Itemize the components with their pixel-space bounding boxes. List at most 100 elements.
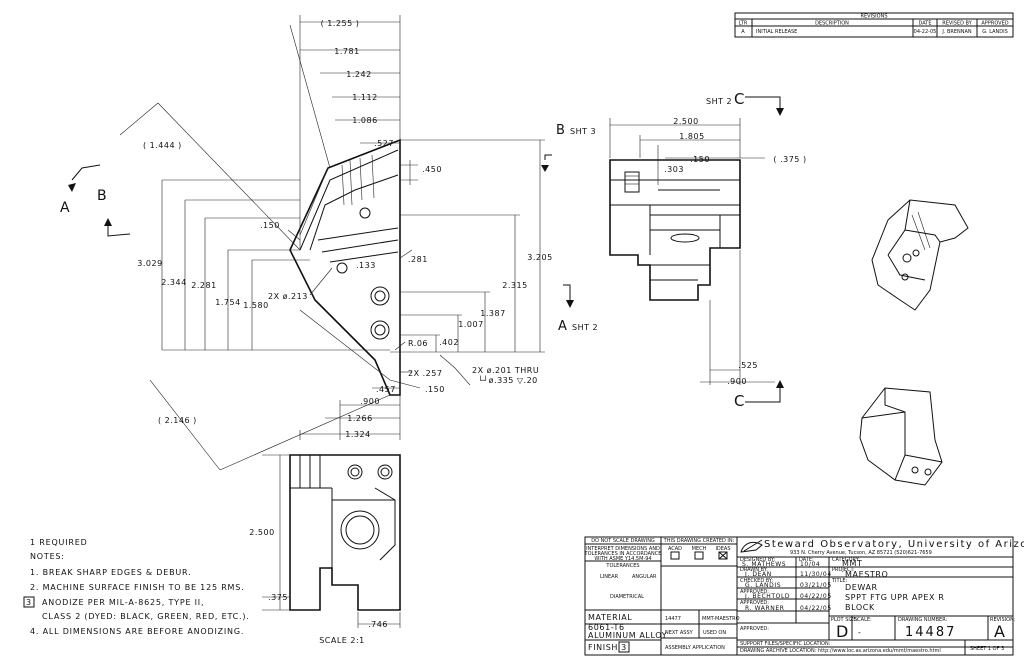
section-b-letter: B [556, 123, 565, 138]
title-line-2: SPPT FTG UPR APEX R [845, 593, 944, 602]
approved-2-label: APPROVED: [740, 600, 769, 606]
dim-1444: ( 1.444 ) [143, 141, 182, 150]
angular-label: ANGULAR [632, 574, 657, 580]
org-address: 933 N. Cherry Avenue, Tucson, AZ 85721 (… [790, 550, 932, 556]
rev-row-approved: G. LANDIS [982, 29, 1008, 35]
approved-1-label: APPROVED: [740, 589, 769, 595]
dim-1266: 1.266 [347, 414, 372, 423]
dim-525: .525 [738, 361, 758, 370]
designed-by-name: S. MATHEWS [742, 561, 786, 568]
dim-2281: 2.281 [191, 281, 216, 290]
category-label: CATEGORY: [832, 557, 860, 563]
dim-1255: ( 1.255 ) [321, 19, 360, 28]
dim-900-left: .900 [360, 397, 380, 406]
dim-2x-257: 2X .257 [408, 369, 442, 378]
note-3-cont: CLASS 2 (DYED: BLACK, GREEN, RED, ETC.). [42, 612, 250, 621]
linear-label: LINEAR [600, 574, 619, 580]
title-label: TITLE: [831, 578, 848, 584]
rev-header-revised-by: REVISED BY [942, 21, 972, 27]
assy-mmt: MMT-MAESTRO [702, 616, 740, 622]
dim-2500-right: 2.500 [673, 117, 698, 126]
note-3-number: 3 [26, 598, 32, 607]
rev-header-ltr: LTR [739, 21, 748, 27]
revision-label: REVISION: [990, 617, 1016, 623]
created-in: THIS DRAWING CREATED IN: [663, 538, 735, 544]
section-arrow-b-sht3 [541, 154, 552, 172]
notes-block: 1 REQUIRED NOTES: 1. BREAK SHARP EDGES &… [23, 538, 250, 636]
dim-3029: 3.029 [137, 259, 162, 268]
dim-1086: 1.086 [352, 116, 377, 125]
right-view-dim-lines [609, 118, 775, 385]
category-value: MMT [842, 559, 863, 568]
cad-checkbox-ideas [718, 551, 728, 560]
scale-field-label: SCALE: [854, 617, 872, 623]
dim-746: .746 [368, 620, 388, 629]
left-view-left-dim-lines [119, 102, 391, 471]
interpret-line-1: INTERPRET DIMENSIONS AND [586, 546, 660, 552]
dim-2344: 2.344 [161, 278, 186, 287]
section-arrow-a-sht2 [563, 284, 574, 308]
note-3: ANODIZE PER MIL-A-8625, TYPE II, [42, 598, 204, 607]
approved-1-name: J. BECHTOLD [744, 593, 790, 600]
checked-by-name: G. LANDIS [745, 582, 781, 589]
do-not-scale: DO NOT SCALE DRAWING [591, 538, 655, 544]
title-line-1: DEWAR [845, 583, 878, 592]
left-view-bottom-dim-lines [299, 354, 471, 440]
revisions-table: REVISIONS LTR DESCRIPTION DATE REVISED B… [734, 12, 1014, 38]
next-assy-label: NEXT ASSY [665, 630, 694, 636]
designed-date-label: DATE: [799, 557, 814, 563]
section-a-letter: A [558, 319, 567, 334]
right-view-part-outline [609, 159, 741, 301]
drawn-by-label: DRAWN BY: [740, 567, 768, 573]
approved-3-label: APPROVED: [740, 626, 769, 632]
used-on-label: USED ON [703, 630, 726, 636]
scale-field-value: - [858, 628, 862, 637]
project-label: PROJECT: [832, 567, 855, 573]
project-value: MAESTRO [845, 570, 888, 579]
dim-1754: 1.754 [215, 298, 240, 307]
plot-size-value: D [836, 622, 848, 641]
org-name: Steward Observatory, University of Arizo… [764, 539, 1024, 550]
dim-2315: 2.315 [502, 281, 527, 290]
dim-375-right: ( .375 ) [773, 155, 806, 164]
dim-1805: 1.805 [679, 132, 704, 141]
section-c-bottom-letter: C [734, 392, 745, 410]
approved-1-date: 04/22/05 [800, 593, 832, 600]
material-line-1: 6061-T6 [588, 623, 625, 632]
dim-457: .457 [376, 385, 396, 394]
left-view-right-dim-lines [390, 139, 545, 353]
dim-450: .450 [422, 165, 442, 174]
dim-375-bottom: .375 [268, 593, 288, 602]
hole-note-counterbore: └┘ø.335 ▽.20 [478, 375, 538, 385]
plot-size-label: PLOT SIZE: [831, 617, 858, 623]
sheet-number: SHEET 1 OF 3 [970, 646, 1004, 652]
section-label-b: B [97, 188, 107, 204]
section-arrow-c-top [745, 96, 784, 116]
dim-150-right: .150 [690, 155, 710, 164]
interpret-line-3: WITH ASME Y14.5M-94 [594, 556, 651, 562]
left-view-top-dim-lines [289, 15, 418, 250]
revisions-title: REVISIONS [860, 14, 887, 20]
dim-402: .402 [439, 338, 459, 347]
rev-header-date: DATE [918, 21, 931, 27]
cad-option-ideas: IDEAS [715, 546, 730, 552]
dim-150-bottom: .150 [425, 385, 445, 394]
dim-303: .303 [664, 165, 684, 174]
dim-150-inner: .150 [260, 221, 280, 230]
rev-row-date: 04-22-05 [914, 29, 937, 35]
section-a-sheet: SHT 2 [572, 323, 598, 332]
dim-2500-bottom: 2.500 [249, 528, 274, 537]
note-required: 1 REQUIRED [30, 538, 88, 547]
cad-checkbox-acad [670, 551, 680, 560]
dim-527: .527 [374, 139, 394, 148]
dim-2146: ( 2.146 ) [158, 416, 197, 425]
finish-box [618, 641, 630, 653]
section-indicator-a-b [68, 164, 131, 237]
rev-row-revised-by: J. BRENNAN [941, 29, 972, 35]
approved-2-date: 04/22/05 [800, 605, 832, 612]
drawing-number-label: DRAWING NUMBER: [898, 617, 948, 623]
designed-date: 10/04 [800, 561, 820, 568]
archive-location: DRAWING ARCHIVE LOCATION: http://www.loc… [740, 648, 941, 654]
dim-1112: 1.112 [352, 93, 377, 102]
